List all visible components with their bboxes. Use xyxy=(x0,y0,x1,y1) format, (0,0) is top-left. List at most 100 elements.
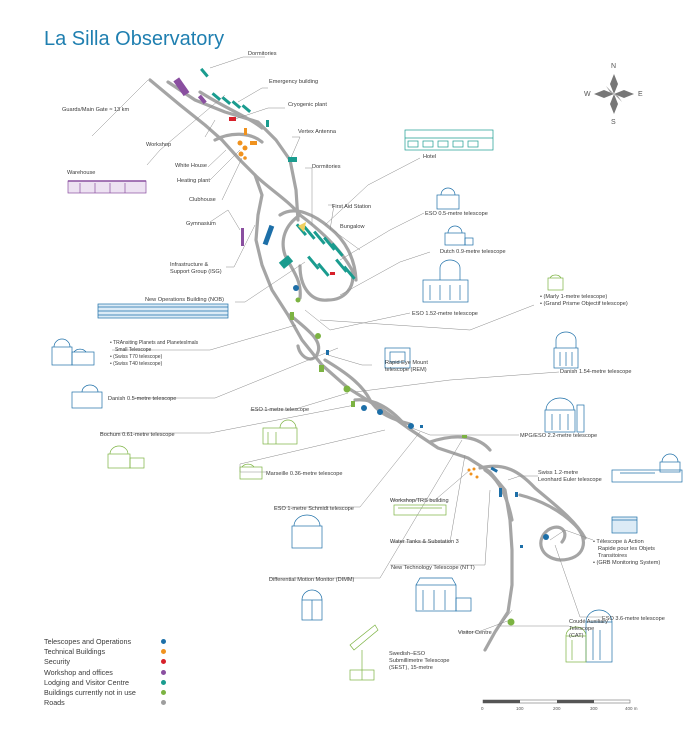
label-danish05: Danish 0.5-metre telescope xyxy=(108,396,176,402)
label-visitor: Visitor Centre xyxy=(458,630,492,636)
label-tarot-4: • (GRB Monitoring System) xyxy=(593,560,660,566)
label-swiss12-1: Swiss 1.2-metre xyxy=(538,470,578,476)
legend-item: Telescopes and Operations xyxy=(44,636,166,646)
label-first-aid: First Aid Station xyxy=(332,204,371,210)
legend: Telescopes and Operations Technical Buil… xyxy=(44,636,166,708)
eso05-illustration xyxy=(436,187,460,210)
trappist-illustration xyxy=(51,338,95,366)
label-infra-1: Infrastructure & xyxy=(170,262,209,268)
eso152-illustration xyxy=(422,259,469,303)
label-white-house: White House xyxy=(175,163,207,169)
legend-dot xyxy=(161,659,166,665)
label-rem-2: telescope (REM) xyxy=(385,367,427,373)
label-trappist-3: • (Swiss T70 telescope) xyxy=(110,354,163,360)
label-bochum: Bochum 0.61-metre telescope xyxy=(100,432,175,438)
compass-w: W xyxy=(584,91,591,98)
compass-rose: N E S W xyxy=(584,63,643,126)
label-dormitories-mid: Dormitories xyxy=(312,164,341,170)
label-bungalow: Bungalow xyxy=(340,224,366,230)
legend-item: Security xyxy=(44,657,166,667)
label-infra-2: Support Group (ISG) xyxy=(170,269,222,275)
legend-dot xyxy=(161,690,166,696)
nob-illustration xyxy=(97,303,229,319)
marly-illustration xyxy=(547,274,564,291)
legend-item: Lodging and Visitor Centre xyxy=(44,677,166,687)
label-ntt: New Technology Telescope (NTT) xyxy=(391,565,475,571)
dimm-illustration xyxy=(301,589,323,621)
legend-dot xyxy=(161,679,166,685)
label-workshop-trs: Workshop/TRS building xyxy=(390,498,449,504)
label-cryogenic: Cryogenic plant xyxy=(288,102,327,108)
marseille-illustration xyxy=(239,463,263,480)
scale-bar: 0 100 200 300 400 m xyxy=(481,699,638,711)
label-dimm: Differential Motion Monitor (DIMM) xyxy=(269,577,355,583)
label-trappist-2: Small Telescope xyxy=(115,347,152,353)
label-guards: Guards/Main Gate ≈ 13 km xyxy=(62,107,129,113)
label-cat-2: Telescope xyxy=(569,626,594,632)
legend-label: Telescopes and Operations xyxy=(44,636,132,646)
building-illustrations xyxy=(51,129,683,681)
ntt-illustration xyxy=(415,577,472,612)
cat-illustration xyxy=(565,626,587,663)
label-mpg: MPG/ESO 2.2-metre telescope xyxy=(520,433,597,439)
legend-label: Buildings currently not in use xyxy=(44,688,136,698)
eso1m-illustration xyxy=(262,419,298,445)
legend-item: Roads xyxy=(44,698,166,708)
rem-illustration xyxy=(384,347,411,369)
tarot-illustration xyxy=(611,516,638,534)
label-swiss12-2: Leonhard Euler telescope xyxy=(538,477,602,483)
label-danish154: Danish 1.54-metre telescope xyxy=(560,369,632,375)
map-title: La Silla Observatory xyxy=(44,28,225,50)
bochum-illustration xyxy=(107,445,145,469)
label-marseille: Marseille 0.36-metre telescope xyxy=(266,471,342,477)
label-eso36: ESO 3.6-metre telescope xyxy=(602,616,665,622)
label-tarot-1: • Télescope à Action xyxy=(593,539,644,545)
label-clubhouse: Clubhouse xyxy=(189,197,216,203)
scale-tick-200: 200 xyxy=(553,706,561,711)
label-water: Water Tanks & Substation 3 xyxy=(390,539,459,545)
label-dormitories-top: Dormitories xyxy=(248,51,277,57)
compass-n: N xyxy=(611,63,616,70)
swiss12-illustration xyxy=(611,453,683,483)
legend-item: Technical Buildings xyxy=(44,646,166,656)
label-sest-2: Submillimetre Telescope xyxy=(389,658,450,664)
label-workshop: Workshop xyxy=(146,142,171,148)
label-trappist-1: • TRAnsiting Planets and PlanetesImals xyxy=(110,340,199,346)
label-vertex: Vertex Antenna xyxy=(298,129,337,135)
scale-tick-100: 100 xyxy=(516,706,524,711)
legend-dot xyxy=(161,648,166,654)
label-eso1m: ESO 1-metre telescope xyxy=(251,407,309,413)
label-gymnasium: Gymnasium xyxy=(186,221,216,227)
label-eso05: ESO 0.5-metre telescope xyxy=(425,211,488,217)
mpg-illustration xyxy=(544,397,585,433)
legend-label: Roads xyxy=(44,698,65,708)
compass-s: S xyxy=(611,119,616,126)
scale-tick-0: 0 xyxy=(481,706,484,711)
label-schmidt: ESO 1-metre Schmidt telescope xyxy=(274,506,354,512)
label-cat-3: (CAT) xyxy=(569,633,584,639)
label-tarot-3: Transitoires xyxy=(598,553,627,559)
legend-label: Workshop and offices xyxy=(44,667,113,677)
label-sest-1: Swedish–ESO xyxy=(389,651,426,657)
legend-label: Technical Buildings xyxy=(44,646,106,656)
hotel-illustration xyxy=(404,129,494,151)
label-hotel: Hotel xyxy=(423,154,436,160)
legend-dot xyxy=(161,638,166,644)
danish05-illustration xyxy=(71,384,103,409)
label-heating: Heating plant xyxy=(177,178,210,184)
sest-illustration xyxy=(349,624,379,681)
label-warehouse: Warehouse xyxy=(67,170,95,176)
label-rem-1: Rapid Eye Mount xyxy=(385,360,428,366)
danish154-illustration xyxy=(553,331,579,369)
map-buildings xyxy=(173,67,549,626)
label-eso152: ESO 1.52-metre telescope xyxy=(412,311,478,317)
legend-item: Workshop and offices xyxy=(44,667,166,677)
schmidt-illustration xyxy=(291,514,323,549)
compass-e: E xyxy=(638,91,643,98)
scale-tick-300: 300 xyxy=(590,706,598,711)
label-trappist-4: • (Swiss T40 telescope) xyxy=(110,361,163,367)
label-tarot-2: Rapide pour les Objets xyxy=(598,546,655,552)
legend-dot xyxy=(161,700,166,706)
legend-dot xyxy=(161,669,166,675)
